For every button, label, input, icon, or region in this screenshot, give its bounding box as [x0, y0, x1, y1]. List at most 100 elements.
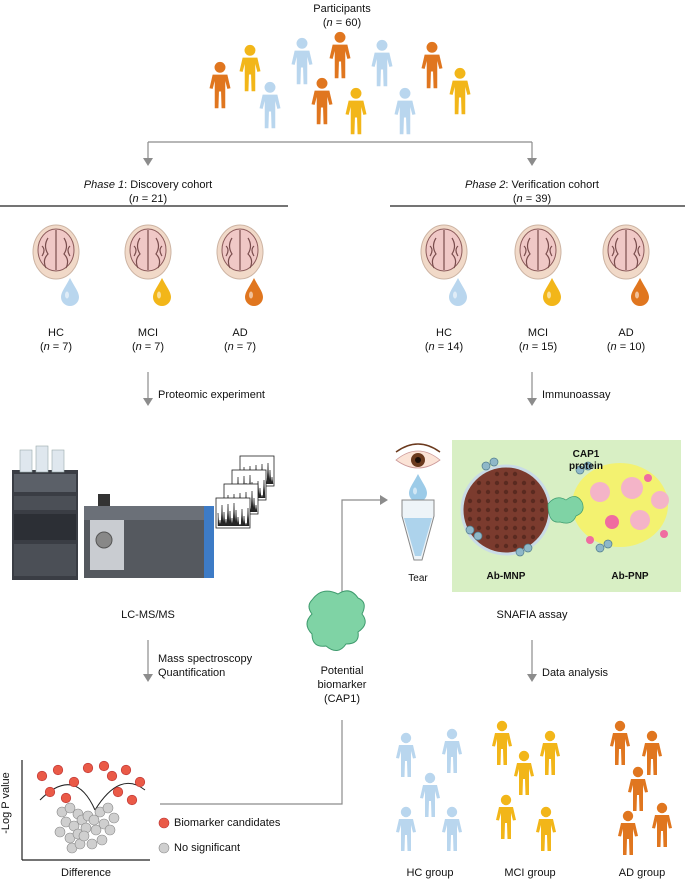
mnp-bead — [512, 489, 518, 495]
mnp-bead — [512, 525, 518, 531]
mnp-bead — [512, 507, 518, 513]
tube-icon — [401, 499, 435, 561]
mnp-bead — [476, 480, 482, 486]
mnp-bead — [530, 534, 536, 540]
mci-person-icon — [540, 730, 560, 775]
step-proteomic: Proteomic experiment — [158, 389, 265, 401]
volcano-plot — [21, 760, 150, 861]
mnp-bead — [467, 507, 473, 513]
participants-title: Participants — [313, 3, 371, 15]
mnp-bead — [467, 498, 473, 504]
brain-icon — [602, 224, 650, 280]
mnp-bead — [485, 516, 491, 522]
participant-icon — [371, 39, 393, 87]
group-label-hc-p2: HC — [436, 327, 452, 339]
tear-drop-icon — [153, 278, 171, 306]
tear-label: Tear — [408, 573, 428, 584]
pnp-particles — [572, 463, 669, 547]
mnp-bead — [485, 489, 491, 495]
mnp-bead — [476, 525, 482, 531]
mnp-bead — [521, 525, 527, 531]
participant-icon — [345, 87, 367, 135]
mnp-bead — [512, 543, 518, 549]
step-data-analysis: Data analysis — [542, 667, 609, 679]
nonsig-point — [96, 834, 108, 846]
tear-drop-icon — [631, 278, 649, 306]
group-label-hc-p1: HC — [48, 327, 64, 339]
ad-person-icon — [652, 802, 672, 847]
step-immunoassay: Immunoassay — [542, 389, 611, 401]
participants-n: (n = 60) — [322, 17, 362, 29]
mnp-bead — [503, 489, 509, 495]
group-n-hc-p1: (n = 7) — [39, 341, 73, 353]
eye-icon — [395, 443, 441, 469]
mnp-bead — [530, 516, 536, 522]
brain-row — [32, 224, 650, 306]
mnp-bead — [530, 498, 536, 504]
tear-drop-icon — [543, 278, 561, 306]
participant-icon — [329, 31, 351, 79]
phase2-n: (n = 39) — [512, 193, 552, 205]
cap1-protein-icon — [306, 590, 366, 651]
mnp-bead — [467, 516, 473, 522]
final-mci-label: MCI group — [504, 867, 556, 879]
mnp-bead — [494, 516, 500, 522]
lcms-instrument-icon — [12, 445, 214, 580]
mnp-bead — [503, 507, 509, 513]
hc-person-icon — [442, 806, 462, 851]
biomarker-label-2: biomarker — [317, 679, 367, 691]
step-arrow-head — [527, 398, 537, 406]
ad-person-icon — [610, 720, 630, 765]
biomarker-point — [120, 764, 132, 776]
biomarker-point — [134, 776, 146, 788]
mnp-bead — [512, 471, 518, 477]
participant-icon — [394, 87, 416, 135]
mnp-bead — [530, 480, 536, 486]
group-n-hc-p2: (n = 14) — [424, 341, 464, 353]
participant-icon — [209, 61, 231, 109]
mnp-bead — [530, 525, 536, 531]
branch-connector — [147, 141, 533, 160]
mnp-bead — [485, 480, 491, 486]
spectrum-peaks — [217, 502, 250, 527]
nonsig-point — [88, 814, 100, 826]
mnp-bead — [494, 498, 500, 504]
mnp-bead — [539, 498, 545, 504]
tear-drop-icon — [409, 474, 427, 502]
mci-person-icon — [536, 806, 556, 851]
ad-person-icon — [642, 730, 662, 775]
brain-icon — [216, 224, 264, 280]
nonsig-point — [104, 824, 116, 836]
group-n-mci-p2: (n = 15) — [518, 341, 558, 353]
biomarker-point — [60, 792, 72, 804]
nonsig-point — [108, 812, 120, 824]
label-lcms: LC-MS/MS — [121, 609, 175, 621]
cap1-label-1: CAP1 — [572, 449, 600, 460]
step-arrow-head — [527, 674, 537, 682]
hc-person-icon — [396, 732, 416, 777]
participant-icon — [449, 67, 471, 115]
mnp-bead — [494, 489, 500, 495]
nonsig-point — [102, 802, 114, 814]
mnp-bead — [503, 525, 509, 531]
mnp-bead — [521, 480, 527, 486]
participant-icon — [311, 77, 333, 125]
legend-biomarker-dot — [158, 817, 170, 829]
mnp-bead — [485, 498, 491, 504]
biomarker-point — [126, 794, 138, 806]
mnp-bead — [494, 471, 500, 477]
group-n-mci-p1: (n = 7) — [131, 341, 165, 353]
participant-icon — [291, 37, 313, 85]
mnp-bead — [530, 489, 536, 495]
mnp-bead — [476, 489, 482, 495]
mnp-bead — [530, 507, 536, 513]
nonsig-point — [54, 826, 66, 838]
mnp-bead — [494, 543, 500, 549]
phase1-n: (n = 21) — [128, 193, 168, 205]
legend-biomarker-label: Biomarker candidates — [174, 817, 281, 829]
mnp-texture — [467, 471, 545, 549]
biomarker-point — [36, 770, 48, 782]
step-arrow-head — [143, 674, 153, 682]
legend-nonsig-dot — [158, 842, 170, 854]
